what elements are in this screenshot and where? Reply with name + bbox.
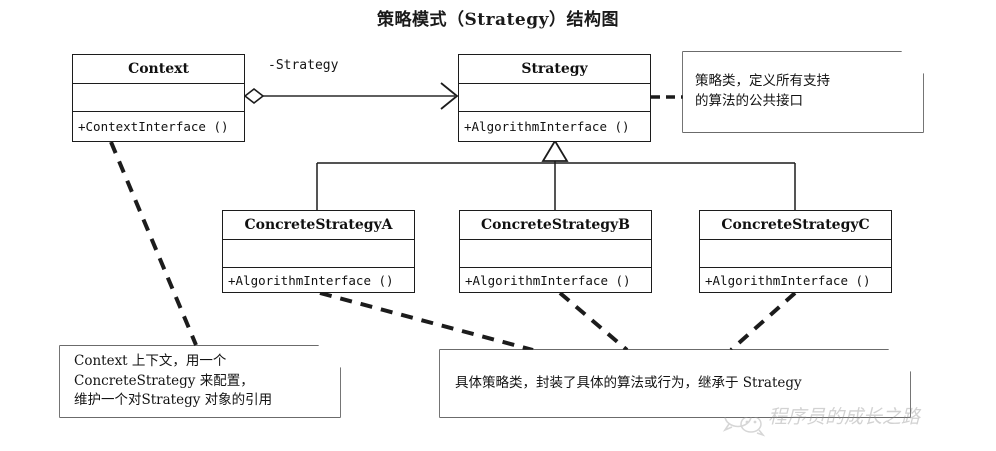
class-name-concrete-strategy-b: ConcreteStrategyB (460, 211, 651, 240)
class-operations-strategy: +AlgorithmInterface () (464, 119, 630, 134)
note-strategy: 策略类，定义所有支持 的算法的公共接口 (683, 52, 923, 132)
class-name-concrete-strategy-a: ConcreteStrategyA (223, 211, 414, 240)
class-box-concrete-strategy-c[interactable]: ConcreteStrategyC +AlgorithmInterface () (699, 210, 892, 293)
class-attributes-strategy (459, 84, 650, 112)
class-name-strategy: Strategy (459, 55, 650, 84)
watermark-text: 程序员的成长之路 (768, 406, 921, 428)
class-operations-concrete-strategy-a: +AlgorithmInterface () (228, 272, 394, 288)
class-box-concrete-strategy-b[interactable]: ConcreteStrategyB +AlgorithmInterface () (459, 210, 652, 293)
association-context-strategy (243, 82, 459, 110)
class-attributes-context (73, 84, 244, 112)
class-attributes-concrete-strategy-b (460, 240, 651, 268)
note-anchor-concrete-b (558, 291, 629, 352)
note-concrete-line-1: 具体策略类，封装了具体的算法或行为，继承于 Strategy (455, 374, 802, 391)
class-box-concrete-strategy-a[interactable]: ConcreteStrategyA +AlgorithmInterface () (222, 210, 415, 293)
note-context-line-1: Context 上下文，用一个 (74, 353, 227, 370)
class-attributes-concrete-strategy-a (223, 240, 414, 268)
class-operations-concrete-strategy-b: +AlgorithmInterface () (465, 272, 631, 288)
note-strategy-line-2: 的算法的公共接口 (695, 93, 803, 109)
class-box-context[interactable]: Context +ContextInterface () (72, 54, 245, 142)
page-title: 策略模式（Strategy）结构图 (376, 10, 620, 30)
note-context-line-2: ConcreteStrategy 来配置， (74, 372, 254, 389)
association-label-strategy: -Strategy (268, 58, 339, 73)
note-anchor-concrete-c (729, 291, 797, 352)
note-strategy-line-1: 策略类，定义所有支持 (695, 73, 830, 90)
class-box-strategy[interactable]: Strategy +AlgorithmInterface () (458, 54, 651, 142)
class-name-context: Context (73, 55, 244, 84)
note-context-line-3: 维护一个对Strategy 对象的引用 (74, 392, 273, 409)
note-concrete-strategies: 具体策略类，封装了具体的算法或行为，继承于 Strategy (440, 350, 910, 417)
class-operations-context: +ContextInterface () (78, 119, 229, 134)
class-name-concrete-strategy-c: ConcreteStrategyC (700, 211, 891, 240)
generalization-tree (316, 139, 796, 210)
class-attributes-concrete-strategy-c (700, 240, 891, 268)
watermark: 程序员的成长之路 (768, 402, 920, 429)
note-anchor-context (109, 141, 198, 346)
note-anchor-concrete-a (319, 291, 534, 352)
class-operations-concrete-strategy-c: +AlgorithmInterface () (705, 272, 871, 288)
note-context: Context 上下文，用一个 ConcreteStrategy 来配置， 维护… (60, 346, 340, 417)
